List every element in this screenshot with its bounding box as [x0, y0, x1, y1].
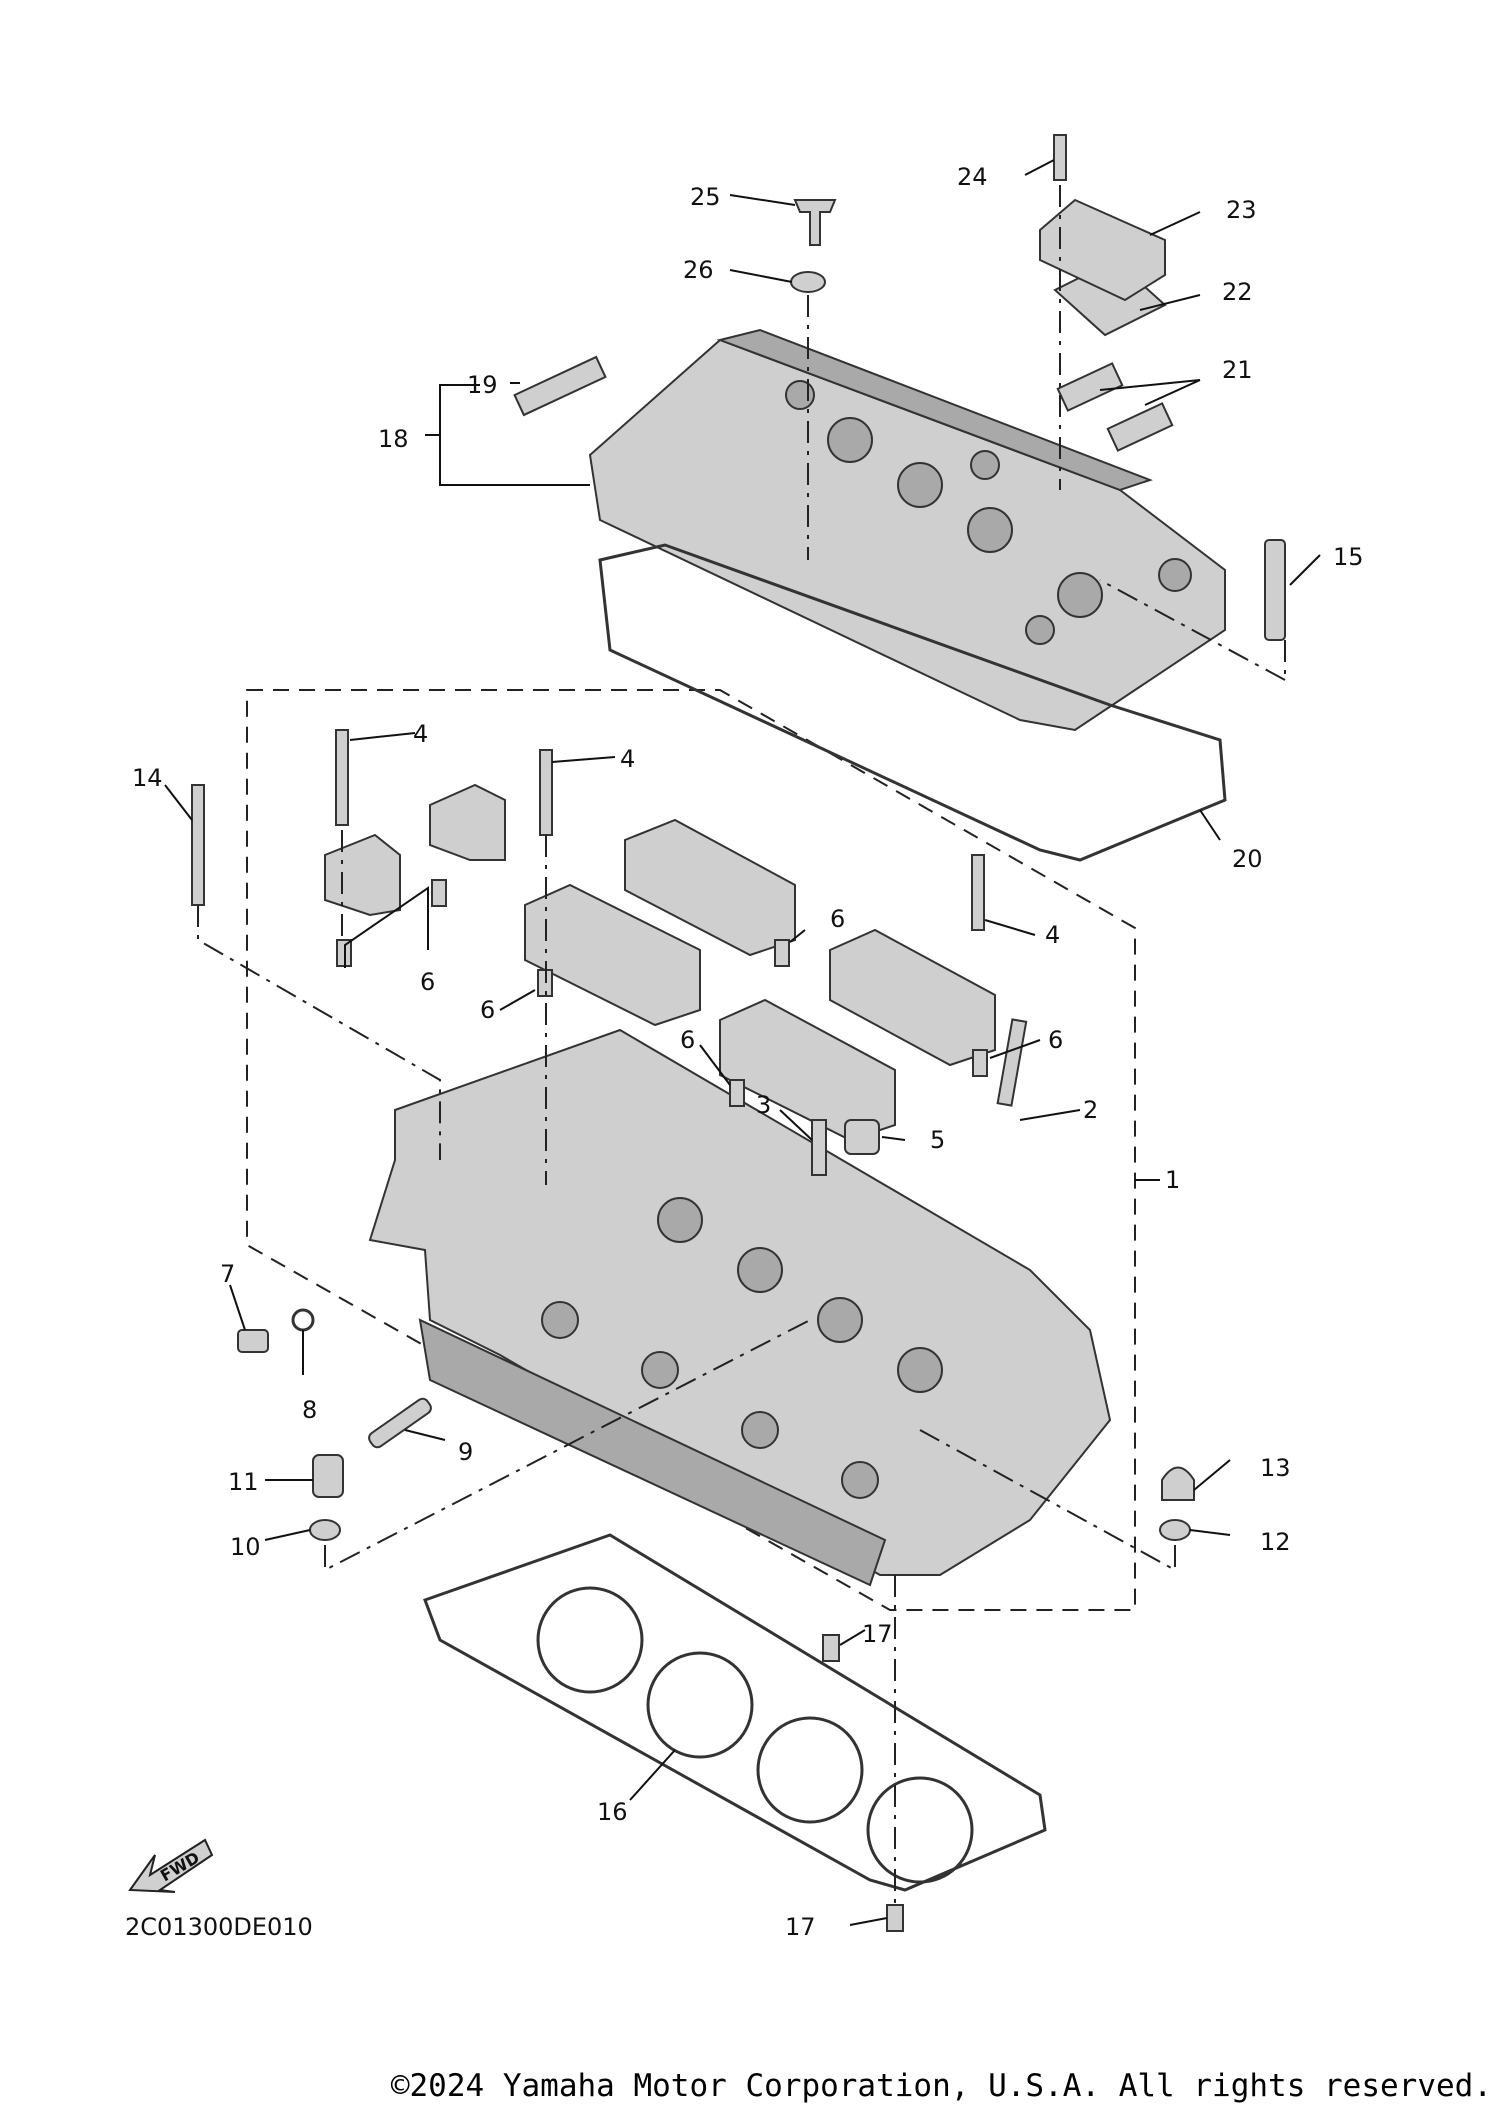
dowel-17-b: [886, 1904, 904, 1932]
fwd-arrow-icon: FWD: [128, 1838, 214, 1893]
callout-2: 2: [1083, 1096, 1098, 1124]
camshaft-cap-center-3: [719, 998, 896, 1142]
fwd-label: FWD: [157, 1848, 203, 1885]
camshaft-cap-left-rear: [429, 783, 506, 861]
callout-26: 26: [683, 256, 714, 284]
bolt-14: [191, 784, 205, 906]
dowel-17-a: [822, 1634, 840, 1662]
camshaft-cap-right: [829, 928, 996, 1067]
camshaft-cap-left-front: [324, 833, 401, 917]
bolt-7: [237, 1329, 269, 1353]
callout-14: 14: [132, 764, 163, 792]
dowel-6-e: [729, 1079, 745, 1107]
callout-7: 7: [220, 1260, 235, 1288]
callout-10: 10: [230, 1533, 261, 1561]
bolt-24: [1053, 134, 1067, 181]
callout-6-c: 6: [680, 1026, 695, 1054]
callout-21: 21: [1222, 356, 1253, 384]
callout-labels: 1 2 3 4 4 4 5 6 6 6 6 6 7 8 9 10 11 12 1…: [132, 163, 1364, 1941]
callout-1: 1: [1165, 1166, 1180, 1194]
seal-21-a: [1056, 362, 1124, 412]
cylinder-head-body: [368, 1028, 1112, 1587]
callout-4-c: 4: [1045, 921, 1060, 949]
cap-nut-13: [1161, 1466, 1195, 1501]
stud-bolt-3: [811, 1119, 827, 1176]
callout-24: 24: [957, 163, 988, 191]
callout-23: 23: [1226, 196, 1257, 224]
callout-17-b: 17: [785, 1913, 816, 1941]
leader-lines: [164, 159, 1321, 1926]
callout-18: 18: [378, 425, 409, 453]
callout-16: 16: [597, 1798, 628, 1826]
callout-11: 11: [228, 1468, 259, 1496]
cylinder-head-gasket: [423, 1533, 1047, 1892]
stud-bolt-2: [996, 1018, 1028, 1107]
alignment-lines: [197, 185, 1286, 1905]
bolt-25: [793, 199, 837, 246]
callout-13: 13: [1260, 1454, 1291, 1482]
bolt-4-a: [335, 729, 349, 826]
callout-5: 5: [930, 1126, 945, 1154]
washer-12: [1159, 1519, 1191, 1541]
cover-gasket: [598, 543, 1227, 862]
callout-6-e: 6: [1048, 1026, 1063, 1054]
callout-3: 3: [756, 1091, 771, 1119]
callout-25: 25: [690, 183, 721, 211]
callout-20: 20: [1232, 845, 1263, 873]
callout-15: 15: [1333, 543, 1364, 571]
nut-11: [312, 1454, 344, 1498]
callout-17-a: 17: [862, 1620, 893, 1648]
callout-12: 12: [1260, 1528, 1291, 1556]
callout-4-a: 4: [413, 720, 428, 748]
bolt-4-c: [971, 854, 985, 931]
camshaft-cap-center-2: [624, 818, 796, 957]
dowel-6-a: [431, 879, 447, 907]
callout-22: 22: [1222, 278, 1253, 306]
callout-6-d: 6: [830, 905, 845, 933]
assembly-boundary: [246, 689, 1136, 1611]
pipe-9: [368, 1397, 432, 1449]
callout-6-a: 6: [420, 968, 435, 996]
callout-19: 19: [467, 371, 498, 399]
callout-8: 8: [302, 1396, 317, 1424]
callout-6-b: 6: [480, 996, 495, 1024]
cylinder-head-cover: [588, 328, 1226, 732]
dowel-6-d: [774, 939, 790, 967]
callout-4-b: 4: [620, 745, 635, 773]
camshaft-cap-center-1: [524, 883, 701, 1027]
plug-5: [844, 1119, 880, 1155]
dowel-6-f: [972, 1049, 988, 1077]
cover-plate-23: [1039, 198, 1166, 302]
grommet-26: [790, 271, 826, 293]
bolt-4-b: [539, 749, 553, 836]
seal-21-b: [1106, 402, 1174, 452]
o-ring-8: [291, 1308, 315, 1332]
washer-10: [309, 1519, 341, 1541]
seal-19: [513, 355, 607, 417]
copyright-notice: ©2024 Yamaha Motor Corporation, U.S.A. A…: [390, 2068, 1492, 2104]
spark-plug-15: [1264, 539, 1286, 641]
callout-9: 9: [458, 1438, 473, 1466]
diagram-code: 2C01300DE010: [125, 1913, 313, 1941]
